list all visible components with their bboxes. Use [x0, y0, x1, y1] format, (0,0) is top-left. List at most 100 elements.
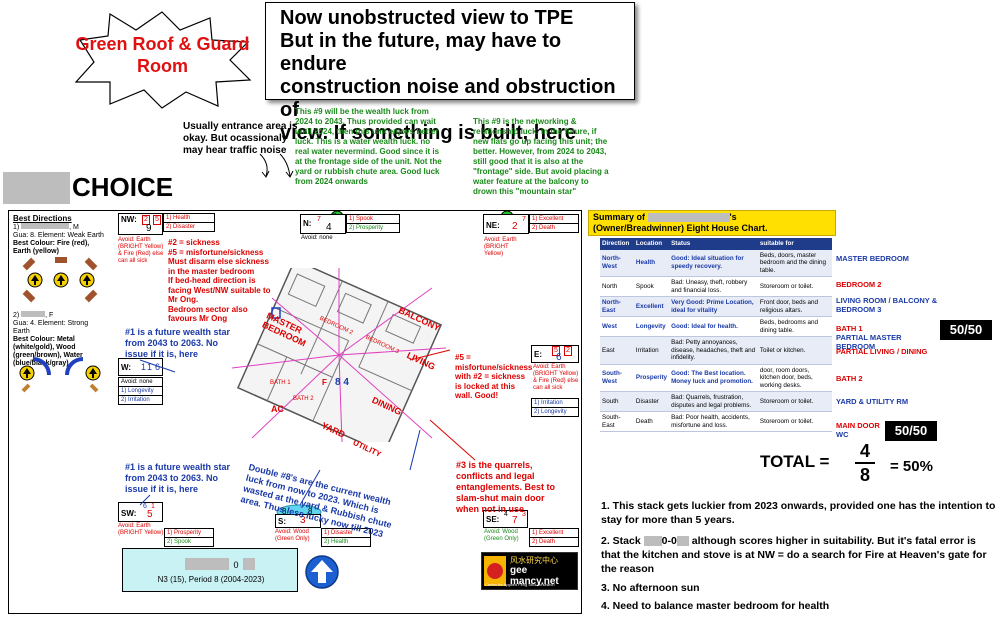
person-2-colour: Best Colour: Metal (white/gold), Wood (g… [13, 336, 83, 367]
s-avoid: Avoid: Wood (Green Only) [275, 529, 310, 542]
mountain-star: 4 [504, 511, 508, 518]
logo-name: gee mancy.net [510, 565, 559, 587]
sector-dir: S: [278, 517, 286, 526]
starburst-shape [74, 11, 252, 109]
sector-s: S: 3 [275, 514, 321, 528]
sw-avoid: Avoid: Earth (BRIGHT Yellow) [118, 523, 164, 536]
cell-suitable: Front door, beds and religious altars. [757, 296, 832, 317]
conclusion-2: 2. Stack 0-0 although scores higher in s… [601, 535, 987, 575]
e-avoid: Avoid: Earth (BRIGHT Yellow) & Fire (Red… [533, 364, 579, 391]
col-location: Location [633, 238, 670, 250]
suitability-note: YARD & UTILITY RM [836, 397, 909, 406]
total-label: TOTAL = [760, 452, 830, 471]
best-directions: Best Directions 1) , M Gua: 8. Element: … [13, 215, 105, 256]
summary-title-prefix: Summary of [593, 212, 646, 222]
sector-nw: NW: 2 5 9 [118, 213, 163, 235]
conclusion-1: 1. This stack gets luckier from 2023 onw… [601, 500, 996, 526]
nine-left-note: This #9 will be the wealth luck from 202… [295, 107, 442, 186]
callout-line: view. If something is built, here [280, 122, 576, 144]
plan-label-bath2: BATH 2 [293, 396, 314, 402]
cell-direction: East [600, 336, 634, 365]
summary-header: Summary of 's (Owner/Breadwinner) Eight … [588, 210, 836, 236]
sickness-note: #2 = sickness #5 = misfortune/sickness M… [168, 238, 271, 323]
conclusion-4: 4. Need to balance master bedroom for he… [601, 600, 830, 612]
nw-avoid: Avoid: Earth (BRIGHT Yellow) & Fire (Red… [118, 237, 164, 264]
sector-n: N: 7 4 [300, 214, 346, 234]
sector-dir: E: [534, 350, 542, 359]
cell-direction: South-West [600, 364, 634, 392]
water-star: 2 [564, 346, 572, 356]
unit-period: N3 (15), Period 8 (2004-2023) [157, 575, 265, 584]
choice-title: CHOICE [72, 172, 174, 202]
cell-suitable: door, room doors, kitchen door, beds, wo… [757, 364, 832, 392]
col-status: Status [669, 238, 758, 250]
sector-dir: SW: [121, 509, 137, 518]
plan-label-ac: AC [271, 404, 284, 414]
person-1-gua: Gua: 8. Element: Weak Earth [13, 232, 104, 239]
direction-wheel-2 [19, 357, 101, 393]
cell-location: Irritation [633, 336, 670, 365]
ne-avoid: Avoid: Earth (BRIGHT Yellow) [484, 237, 517, 257]
cell-status: Bad: Petty annoyances, disease, headache… [669, 336, 758, 365]
cell-suitable: Storeroom or toilet. [757, 391, 832, 412]
score-badge-bottom: 50/50 [885, 421, 937, 441]
base-star: 7 [512, 515, 518, 526]
future-wealth-note-bottom: #1 is a future wealth star from 2043 to … [125, 462, 231, 494]
cell-direction: North [600, 276, 634, 297]
cell-location: Death [633, 411, 670, 432]
best-directions-title: Best Directions [13, 214, 72, 223]
total-numerator: 4 [859, 441, 870, 461]
base-star: 4 [326, 222, 332, 233]
cell-suitable: Beds, bedrooms and dining table. [757, 316, 832, 337]
mountain-star: 7 [317, 216, 321, 223]
conclusion-3: 3. No afternoon sun [601, 582, 700, 594]
cell-location: Disaster [633, 391, 670, 412]
water-star: 1 [147, 362, 153, 372]
entrance-note: Usually entrance area is okay. But ocass… [183, 121, 298, 156]
unit-code: 0 [185, 555, 255, 573]
callout-line: construction noise and obstruction of [280, 76, 616, 121]
future-wealth-note-top: #1 is a future wealth star from 2043 to … [125, 327, 231, 359]
cell-status: Good: The Best location. Money luck and … [669, 364, 758, 392]
water-star: 7 [522, 216, 526, 223]
cell-direction: South-East [600, 411, 634, 432]
cell-direction: West [600, 316, 634, 337]
sector-dir: W: [121, 363, 132, 372]
plan-label-bath1: BATH 1 [270, 380, 291, 386]
redacted-name [3, 172, 70, 204]
sector-se: SE: 4 3 7 [483, 510, 528, 528]
cell-suitable: Beds, doors, master bedroom and the dini… [757, 249, 832, 277]
sector-dir: NE: [486, 221, 500, 230]
sector-w: W: 1 1 6 [118, 358, 163, 376]
sector-dir: NW: [121, 215, 137, 224]
cell-suitable: Storeroom or toilet. [757, 411, 832, 432]
person-1-colour: Best Colour: Fire (red), Earth (yellow) [13, 240, 90, 255]
cell-location: Excellent [633, 296, 670, 317]
score-badge-top: 50/50 [940, 320, 992, 340]
cell-status: Good: Ideal for health. [669, 316, 758, 337]
base-star: 9 [146, 223, 152, 234]
n-avoid: Avoid: none [301, 235, 333, 241]
sector-dir: SE: [486, 515, 500, 524]
suitability-note: LIVING ROOM / BALCONY & BEDROOM 3 [836, 296, 938, 314]
sector-e: E: 5 2 6 [531, 345, 579, 363]
mountain-star: 8 [282, 507, 287, 516]
cell-status: Very Good: Prime Location, ideal for vit… [669, 296, 758, 317]
unit-info-box: 0 N3 (15), Period 8 (2004-2023) [122, 548, 298, 592]
cell-suitable: Toilet or kitchen. [757, 336, 832, 365]
north-arrow-icon [305, 555, 339, 589]
suitability-note: BEDROOM 2 [836, 280, 882, 289]
logo-chinese: 风水研究中心 [510, 556, 558, 565]
